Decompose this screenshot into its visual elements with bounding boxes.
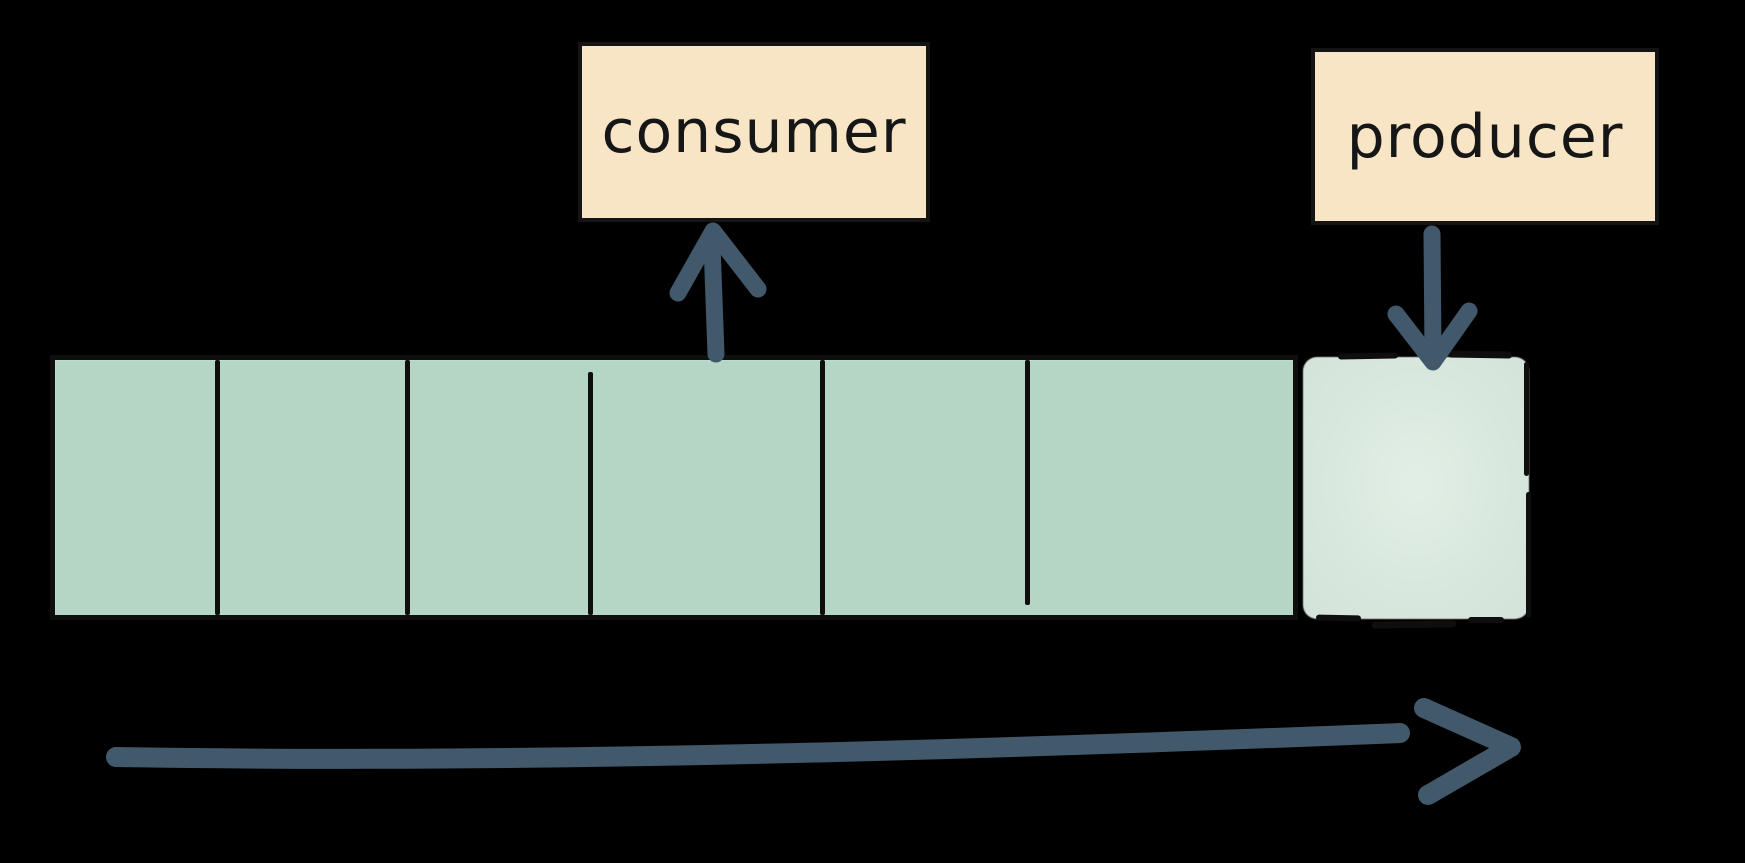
sketch-stroke — [1524, 362, 1529, 476]
sketch-stroke — [1468, 617, 1504, 623]
sketch-stroke — [1447, 350, 1513, 359]
producer-box: producer — [1311, 48, 1659, 225]
queue-cell-divider — [588, 372, 593, 615]
queue-cell-1 — [55, 360, 215, 615]
queue-cell-4 — [588, 360, 820, 615]
sketch-stroke — [1371, 620, 1457, 629]
sketch-stroke — [1315, 614, 1362, 622]
queue-cell-divider — [405, 360, 410, 615]
queue-cell-divider — [820, 360, 825, 615]
flow-direction-arrow-icon — [106, 698, 1521, 805]
consumer-label: consumer — [601, 97, 907, 167]
sketch-stroke — [1337, 352, 1399, 360]
queue-cell-5 — [820, 360, 1025, 615]
pending-cell — [1303, 357, 1529, 619]
consumer-box: consumer — [578, 42, 930, 222]
queue-cell-3 — [405, 360, 588, 615]
queue-cell-divider — [1025, 360, 1030, 605]
producer-label: producer — [1346, 101, 1624, 172]
sketch-stroke — [1526, 492, 1531, 618]
consumer-read-arrow-icon — [669, 222, 767, 363]
producer-write-arrow-icon — [1387, 225, 1478, 371]
queue-cell-6 — [1025, 360, 1293, 615]
queue-row — [50, 355, 1298, 620]
queue-cell-2 — [215, 360, 405, 615]
queue-cell-divider — [215, 360, 220, 615]
